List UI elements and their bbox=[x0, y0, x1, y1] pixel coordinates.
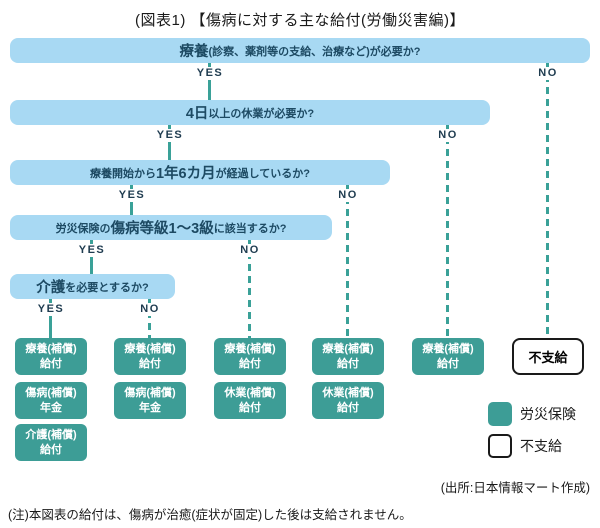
benefit-line-1: 介護(補償) bbox=[25, 429, 77, 442]
question-text-post: を必要とするか? bbox=[65, 281, 149, 294]
benefit-line-1: 療養(補償) bbox=[422, 343, 474, 356]
benefit-line-1: 傷病(補償) bbox=[124, 387, 176, 400]
benefit-box-shobyo-nenkin: 傷病(補償) 年金 bbox=[114, 382, 186, 419]
benefit-line-1: 休業(補償) bbox=[224, 387, 276, 400]
question-text-pre: 労災保険の bbox=[55, 222, 111, 235]
benefit-line-2: 給付 bbox=[337, 401, 359, 414]
question-bar-shobyotokyu: 労災保険の傷病等級1〜3級に該当するか? bbox=[10, 215, 332, 240]
legend-label: 労災保険 bbox=[520, 406, 576, 422]
benefit-line-2: 給付 bbox=[239, 401, 261, 414]
question-bar-kaigo: 介護を必要とするか? bbox=[10, 274, 175, 299]
yes-connector-line-1 bbox=[208, 63, 211, 100]
question-text-post: が経過しているか? bbox=[215, 167, 311, 180]
benefit-line-2: 給付 bbox=[239, 357, 261, 370]
yes-connector-line-2 bbox=[168, 125, 171, 160]
benefit-box-ryoyo-kyufu: 療養(補償) 給付 bbox=[312, 338, 384, 375]
benefit-box-ryoyo-kyufu: 療養(補償) 給付 bbox=[15, 338, 87, 375]
legend-swatch-teal bbox=[488, 402, 512, 426]
benefit-box-ryoyo-kyufu: 療養(補償) 給付 bbox=[412, 338, 484, 375]
benefit-line-1: 休業(補償) bbox=[322, 387, 374, 400]
yes-label-3: YES bbox=[115, 189, 149, 202]
benefit-line-2: 給付 bbox=[437, 357, 459, 370]
question-bar-ryoyo: 療養(診察、薬剤等の支給、治療など)が必要か? bbox=[10, 38, 590, 63]
no-connector-line-3 bbox=[346, 185, 349, 338]
yes-label-1: YES bbox=[193, 67, 227, 80]
question-bar-kyugyo: 4日以上の休業が必要か? bbox=[10, 100, 490, 125]
question-text-em: 1年6カ月 bbox=[155, 166, 216, 182]
benefit-line-1: 療養(補償) bbox=[224, 343, 276, 356]
no-label-1: NO bbox=[535, 67, 561, 80]
benefit-box-shobyo-nenkin: 傷病(補償) 年金 bbox=[15, 382, 87, 419]
benefit-line-2: 給付 bbox=[40, 357, 62, 370]
question-text-em: 傷病等級1〜3級 bbox=[110, 221, 214, 237]
question-text-post: に該当するか? bbox=[213, 222, 287, 235]
legend-item-nopay: 不支給 bbox=[488, 434, 562, 458]
yes-connector-line-4 bbox=[90, 240, 93, 274]
benefit-line-2: 給付 bbox=[40, 443, 62, 456]
question-text-post: (診察、薬剤等の支給、治療など)が必要か? bbox=[208, 45, 421, 58]
benefit-line-2: 年金 bbox=[40, 401, 62, 414]
footnote: (注)本図表の給付は、傷病が治癒(症状が固定)した後は支給されません。 bbox=[8, 508, 412, 522]
question-text-em: 介護 bbox=[36, 280, 66, 296]
yes-label-4: YES bbox=[75, 244, 109, 257]
benefit-box-kyugyo-kyufu: 休業(補償) 給付 bbox=[214, 382, 286, 419]
no-connector-line-5 bbox=[148, 299, 151, 338]
legend-item-rosai: 労災保険 bbox=[488, 402, 576, 426]
benefit-box-ryoyo-kyufu: 療養(補償) 給付 bbox=[114, 338, 186, 375]
benefit-line-2: 年金 bbox=[139, 401, 161, 414]
no-label-5: NO bbox=[137, 303, 163, 316]
no-connector-line-2 bbox=[446, 125, 449, 338]
yes-label-5: YES bbox=[34, 303, 68, 316]
benefit-line-1: 療養(補償) bbox=[322, 343, 374, 356]
no-label-4: NO bbox=[237, 244, 263, 257]
source-note: (出所:日本情報マート作成) bbox=[440, 481, 590, 495]
no-label-3: NO bbox=[335, 189, 361, 202]
question-text-em: 療養 bbox=[179, 44, 209, 60]
benefit-line-1: 療養(補償) bbox=[124, 343, 176, 356]
benefit-box-ryoyo-kyufu: 療養(補償) 給付 bbox=[214, 338, 286, 375]
yes-connector-line-5 bbox=[49, 299, 52, 338]
question-text-pre: 療養開始から bbox=[89, 167, 156, 180]
benefit-line-1: 傷病(補償) bbox=[25, 387, 77, 400]
benefit-line-2: 給付 bbox=[337, 357, 359, 370]
legend-label: 不支給 bbox=[520, 438, 562, 454]
benefit-box-kaigo-kyufu: 介護(補償) 給付 bbox=[15, 424, 87, 461]
no-connector-line-4 bbox=[248, 240, 251, 338]
question-text-em: 4日 bbox=[185, 106, 209, 122]
yes-label-2: YES bbox=[153, 129, 187, 142]
question-text-post: 以上の休業が必要か? bbox=[208, 107, 315, 120]
benefit-box-kyugyo-kyufu: 休業(補償) 給付 bbox=[312, 382, 384, 419]
page-title: (図表1) 【傷病に対する主な給付(労働災害編)】 bbox=[135, 12, 465, 29]
benefit-line-2: 給付 bbox=[139, 357, 161, 370]
no-connector-line-1 bbox=[546, 63, 549, 338]
no-payment-box: 不支給 bbox=[512, 338, 584, 375]
legend-swatch-white bbox=[488, 434, 512, 458]
no-label-2: NO bbox=[435, 129, 461, 142]
benefit-line-1: 療養(補償) bbox=[25, 343, 77, 356]
